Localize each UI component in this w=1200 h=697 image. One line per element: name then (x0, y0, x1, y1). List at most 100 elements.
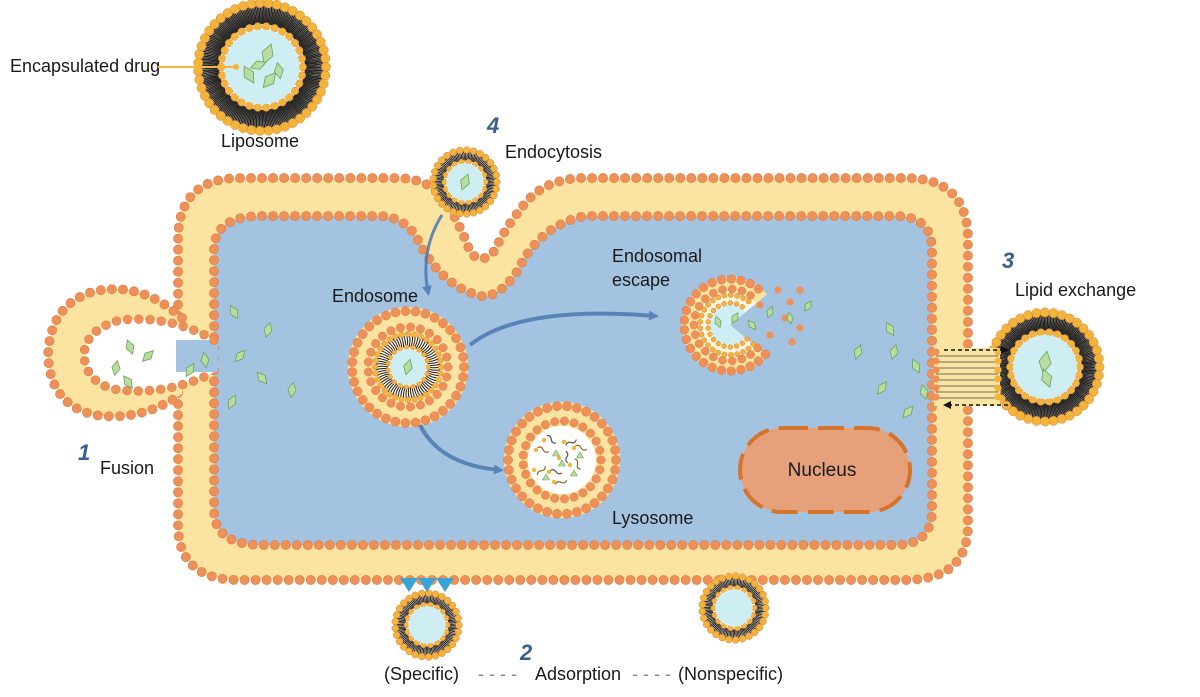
phospholipid-head (1088, 386, 1099, 397)
phospholipid-head (209, 420, 219, 431)
phospholipid-head (620, 211, 630, 221)
phospholipid-head (762, 604, 770, 612)
phospholipid-head (90, 375, 101, 385)
phospholipid-head (103, 411, 114, 422)
drug-molecule-icon (889, 343, 899, 361)
phospholipid-head (173, 288, 183, 299)
phospholipid-head (1008, 318, 1018, 328)
phospholipid-head (194, 74, 205, 85)
phospholipid-head (947, 188, 958, 199)
phospholipid-head (391, 540, 401, 550)
phospholipid-head (745, 361, 755, 372)
phospholipid-head (725, 635, 733, 644)
phospholipid-head (718, 574, 726, 582)
phospholipid-head (610, 465, 620, 475)
phospholipid-head (927, 247, 937, 258)
phospholipid-head (327, 575, 338, 585)
phospholipid-head (996, 330, 1006, 340)
phospholipid-head (432, 389, 442, 399)
phospholipid-head (421, 352, 427, 358)
phospholipid-head (466, 288, 477, 298)
phospholipid-head (431, 168, 439, 176)
phospholipid-head (824, 575, 834, 585)
phospholipid-head (209, 335, 219, 345)
phospholipid-head (321, 62, 331, 72)
phospholipid-head (202, 178, 213, 189)
phospholipid-head (963, 471, 973, 482)
phospholipid-head (895, 173, 906, 183)
phospholipid-head (371, 339, 381, 348)
phospholipid-head (380, 540, 390, 550)
phospholipid-head (209, 442, 219, 453)
phospholipid-head (167, 382, 177, 393)
drug-molecule-icon (256, 371, 268, 385)
phospholipid-head (760, 349, 771, 359)
phospholipid-head (818, 173, 829, 183)
phospholipid-head (718, 634, 726, 642)
phospholipid-head (200, 33, 210, 44)
phospholipid-head (578, 540, 589, 550)
phospholipid-head (156, 316, 166, 326)
phospholipid-head (185, 192, 196, 202)
phospholipid-head (927, 456, 937, 467)
phospholipid-head (701, 346, 710, 356)
phospholipid-head (851, 173, 862, 183)
phospholipid-head (831, 540, 842, 550)
phospholipid-head (592, 575, 603, 585)
phospholipid-head (589, 412, 600, 422)
phospholipid-head (709, 346, 716, 353)
phospholipid-head (511, 209, 522, 220)
phospholipid-head (701, 294, 710, 304)
drug-molecule-icon (227, 394, 237, 410)
phospholipid-head (591, 474, 601, 484)
phospholipid-head (168, 305, 179, 316)
phospholipid-head (728, 356, 737, 366)
phospholipid-head (709, 288, 718, 298)
phospholipid-head (389, 173, 400, 183)
phospholipid-head (139, 289, 150, 300)
phospholipid-head (532, 425, 542, 435)
nucleus-label: Nucleus (788, 460, 857, 481)
phospholipid-head (283, 575, 294, 585)
phospholipid-head (404, 330, 412, 338)
drug-molecule-icon (200, 351, 210, 369)
phospholipid-head (559, 416, 569, 426)
phospholipid-head (591, 436, 601, 446)
phospholipid-head (963, 416, 973, 427)
phospholipid-head (807, 211, 818, 221)
phospholipid-head (173, 454, 183, 465)
phospholipid-head (625, 575, 636, 585)
phospholipid-head (469, 209, 478, 217)
phospholipid-head (479, 253, 490, 263)
phospholipid-head (443, 151, 451, 160)
phospholipid-head (85, 287, 95, 298)
phospholipid-head (360, 575, 371, 585)
phospholipid-head (411, 396, 418, 403)
phospholipid-head (954, 197, 964, 207)
phospholipid-head (357, 395, 368, 405)
phospholipid-head (476, 150, 484, 158)
phospholipid-head (403, 344, 409, 350)
phospholipid-head (438, 156, 446, 164)
phospholipid-head (721, 301, 727, 307)
phospholipid-head (424, 396, 434, 406)
phospholipid-head (554, 176, 565, 187)
phospholipid-head (391, 624, 399, 633)
phospholipid-head (435, 376, 442, 383)
fusion-lobe (43, 284, 219, 422)
phospholipid-head (741, 211, 752, 221)
phospholipid-head (237, 538, 247, 548)
phospholipid-head (413, 235, 423, 245)
phospholipid-head (320, 53, 331, 64)
phospholipid-head (386, 398, 396, 408)
phospholipid-head (454, 628, 462, 636)
phospholipid-head (1078, 400, 1089, 411)
phospholipid-head (315, 37, 326, 47)
drug-molecule-icon (403, 358, 413, 376)
phospholipid-head (457, 540, 467, 550)
phospholipid-head (655, 540, 666, 550)
phospholipid-head (763, 173, 774, 183)
phospholipid-head (445, 325, 456, 336)
phospholipid-head (79, 344, 90, 355)
step-2-number: 2 (519, 640, 533, 665)
